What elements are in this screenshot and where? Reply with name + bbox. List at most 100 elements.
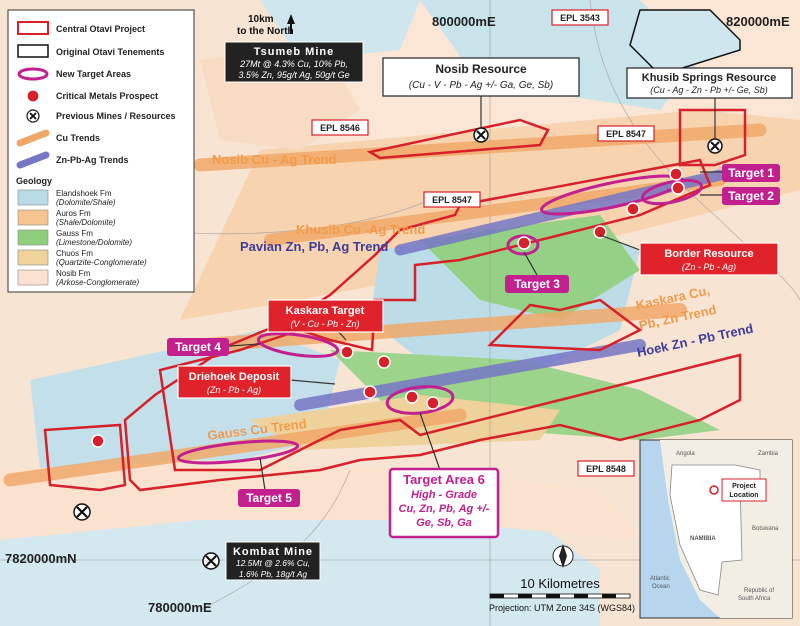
inset-zambia: Zambia (758, 451, 779, 457)
zn-trend-pavian (394, 169, 726, 256)
target6-line3: Ge, Sb, Ga (416, 517, 472, 529)
tsumeb-line1: 27Mt @ 4.3% Cu, 10% Pb, (239, 59, 348, 69)
central-otavi-epl8546 (366, 118, 550, 160)
legend-geology-desc: (Dolomite/Shale) (56, 198, 116, 207)
zn-trend-hoek (294, 339, 646, 411)
tsumeb-title: Tsumeb Mine (254, 46, 334, 58)
mine-symbol-nosib (473, 127, 489, 143)
legend-geology-desc: (Shale/Dolomite) (56, 218, 116, 227)
driehoek-sub: (Zn - Pb - Ag) (207, 385, 261, 395)
legend-red-outline-icon (17, 21, 49, 35)
target-4-label: Target 4 (175, 340, 221, 354)
tsumeb-mine-callout: Tsumeb Mine 27Mt @ 4.3% Cu, 10% Pb, 3.5%… (224, 41, 364, 83)
kaskara-title: Kaskara Target (286, 305, 365, 317)
critical-metals-pin (517, 236, 531, 250)
epl-8546: EPL 8546 (320, 123, 360, 133)
critical-metals-pin (340, 345, 354, 359)
central-otavi-east-notch (487, 298, 643, 352)
legend-cu-trend-icon (16, 129, 50, 147)
khusib-resource-callout: Khusib Springs Resource (Cu - Ag - Zn - … (626, 67, 793, 99)
legend-label-central: Central Otavi Project (56, 24, 145, 34)
cu-trend-nosib (193, 123, 767, 172)
critical-metals-pin (363, 385, 377, 399)
scale-label: 10 Kilometres (520, 576, 600, 591)
central-otavi-main (123, 158, 742, 492)
legend-geology-swatch (17, 229, 49, 246)
target-5-ellipse (176, 439, 300, 465)
north-arrow-icon (287, 14, 295, 34)
trend-bands (3, 123, 767, 487)
leader-lines (229, 96, 722, 491)
target-1-label: Target 1 (728, 166, 774, 180)
driehoek-deposit-callout: Driehoek Deposit (Zn - Pb - Ag) (177, 365, 292, 399)
kombat-line2: 1.6% Pb, 18g/t Ag (239, 569, 307, 579)
north-label: to the North (237, 26, 294, 37)
mine-symbol-khusib (707, 138, 723, 154)
mine-symbol-kombat (202, 552, 220, 570)
epl-8547-east: EPL 8547 (606, 129, 646, 139)
prospect-pins (91, 167, 685, 448)
legend-geology-desc: (Limestone/Dolomite) (56, 238, 132, 247)
legend-geology-title: Geology (16, 176, 52, 186)
north-indicator: 10km to the North (237, 14, 295, 37)
critical-metals-pin (377, 355, 391, 369)
target-4-ellipse (256, 332, 340, 358)
mine-symbol-sw (73, 503, 91, 521)
inset-botswana: Botswana (752, 526, 779, 532)
legend-geology-swatch (17, 209, 49, 226)
legend-label-critical: Critical Metals Prospect (56, 91, 158, 101)
legend-zn-trend-icon (16, 151, 50, 169)
critical-metals-pin (671, 181, 685, 195)
target-labels: Target 1 Target 2 Target 3 Target 4 Targ… (167, 164, 780, 507)
target-ellipses (176, 174, 703, 465)
legend-panel: Central Otavi Project Original Otavi Ten… (7, 9, 195, 293)
khusib-sub: (Cu - Ag - Zn - Pb +/- Ge, Sb) (650, 85, 767, 95)
inset-project-2: Location (729, 492, 758, 499)
tsumeb-line2: 3.5% Zn, 95g/t Ag, 50g/t Ge (238, 70, 349, 80)
legend-mine-icon (26, 109, 40, 123)
target6-title: Target Area 6 (403, 472, 485, 487)
grid-label-800: 800000mE (432, 14, 496, 29)
scale-bar: 10 Kilometres Projection: UTM Zone 34S (… (489, 544, 635, 613)
kombat-title: Kombat Mine (233, 546, 313, 558)
grid-label-7820: 7820000mN (5, 551, 77, 566)
legend-geology-swatch (17, 189, 49, 206)
legend-label-cu: Cu Trends (56, 133, 100, 143)
critical-metals-pin (626, 202, 640, 216)
driehoek-title: Driehoek Deposit (189, 371, 280, 383)
target-3-ellipse (506, 234, 540, 256)
target6-line2: Cu, Zn, Pb, Ag +/- (399, 503, 490, 515)
border-resource-callout: Border Resource (Zn - Pb - Ag) (639, 242, 779, 276)
cu-trend-gauss (3, 408, 467, 487)
legend-label-original: Original Otavi Tenements (56, 47, 164, 57)
epl-8548: EPL 8548 (586, 464, 626, 474)
kaskara-target-callout: Kaskara Target (V - Cu - Pb - Zn) (267, 299, 384, 333)
legend-geology-swatch (17, 249, 49, 266)
target-2-label: Target 2 (728, 189, 774, 203)
inset-location-marker (709, 485, 719, 495)
legend-black-outline-icon (17, 44, 49, 58)
epl-8547-west: EPL 8547 (432, 195, 472, 205)
legend-pin-icon (26, 89, 40, 103)
epl-3543: EPL 3543 (560, 13, 600, 23)
target-3-label: Target 3 (514, 277, 560, 291)
target-5-label: Target 5 (246, 491, 292, 505)
grid-label-820: 820000mE (726, 14, 790, 29)
legend-geology-swatch (17, 269, 49, 286)
target-6-ellipse (385, 385, 455, 415)
legend-geology-desc: (Arkose-Conglomerate) (56, 278, 139, 287)
inset-namibia-label: NAMIBIA (690, 536, 716, 542)
mine-symbols (73, 127, 723, 570)
nosib-title: Nosib Resource (435, 62, 527, 76)
tenement-outlines (43, 9, 747, 492)
north-compass-icon (552, 544, 574, 568)
legend-geology-swatches: Elandshoek Fm(Dolomite/Shale)Auros Fm(Sh… (17, 189, 147, 287)
projection-label: Projection: UTM Zone 34S (WGS84) (489, 603, 635, 613)
inset-rsa-2: South Africa (738, 596, 771, 602)
central-otavi-epl8547-east (678, 108, 747, 167)
grid-labels: 800000mE 820000mE 780000mE 7820000mN (5, 14, 790, 615)
critical-metals-pin (405, 390, 419, 404)
geology-elandshoek-sw (30, 330, 340, 470)
khusib-title: Khusib Springs Resource (642, 72, 776, 84)
